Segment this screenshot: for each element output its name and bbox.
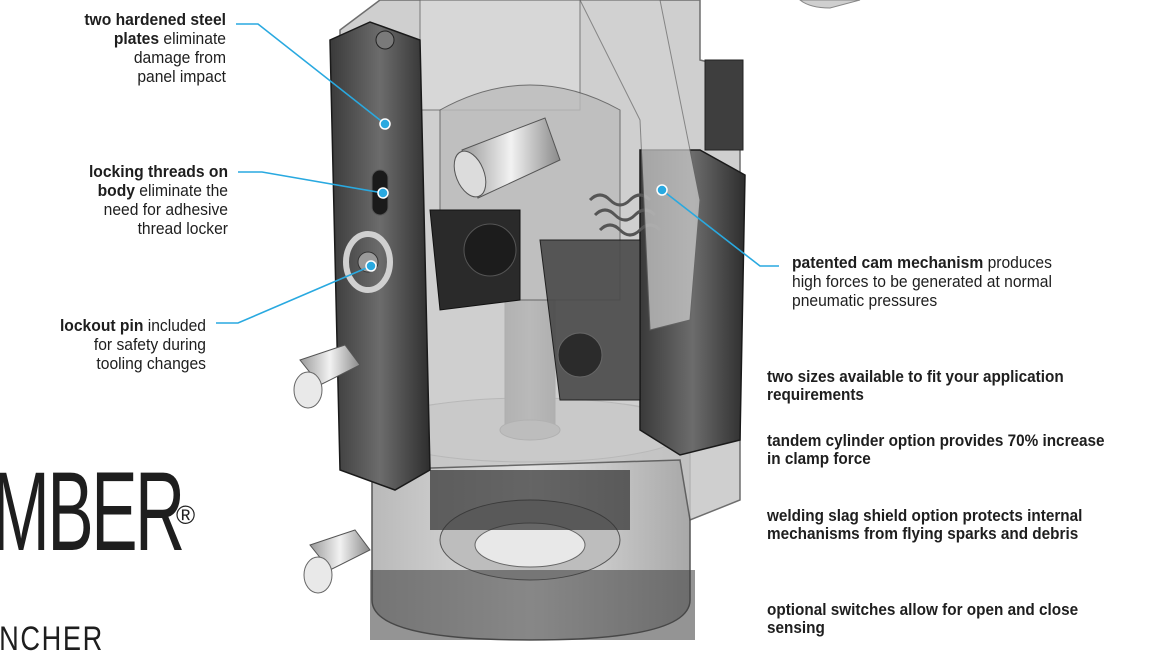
callout-threads-bold: locking threads on (88, 162, 228, 181)
left-steel-plate (329, 21, 431, 491)
brand-logo-main: MBER (0, 449, 185, 574)
dot-threads (377, 187, 389, 199)
feature-slag-shield: welding slag shield option protects inte… (767, 506, 1083, 543)
leader-pin (216, 265, 372, 324)
callout-steel-plates-bold: two hardened steel (84, 10, 226, 29)
callout-cam-bold: patented cam mechanism (792, 253, 984, 272)
dot-cam (656, 184, 668, 196)
air-fitting-upper (293, 344, 361, 409)
dot-plates (379, 118, 391, 130)
callout-locking-threads: locking threads on body eliminate the ne… (88, 162, 228, 238)
air-fitting-lower (303, 529, 371, 594)
clamp-arm (579, 0, 861, 331)
feature-tandem-cylinder: tandem cylinder option provides 70% incr… (767, 431, 1105, 468)
leader-cam (661, 189, 779, 267)
registered-mark: ® (176, 500, 196, 530)
dot-pin (365, 260, 377, 272)
brand-logo-sub: INCHER (0, 620, 104, 658)
callout-steel-plates: two hardened steel plates eliminate dama… (84, 10, 226, 86)
feature-optional-switches: optional switches allow for open and clo… (767, 600, 1079, 637)
feature-two-sizes: two sizes available to fit your applicat… (767, 367, 1064, 404)
cam-blocks (429, 209, 641, 401)
callout-steel-plates-bold-2: plates (113, 29, 160, 48)
callout-cam-mechanism: patented cam mechanism produces high for… (792, 253, 1052, 310)
leader-plates (236, 23, 386, 125)
chrome-roller (453, 117, 561, 199)
callout-pin-bold: lockout pin (59, 316, 144, 335)
leader-threads (238, 171, 384, 194)
